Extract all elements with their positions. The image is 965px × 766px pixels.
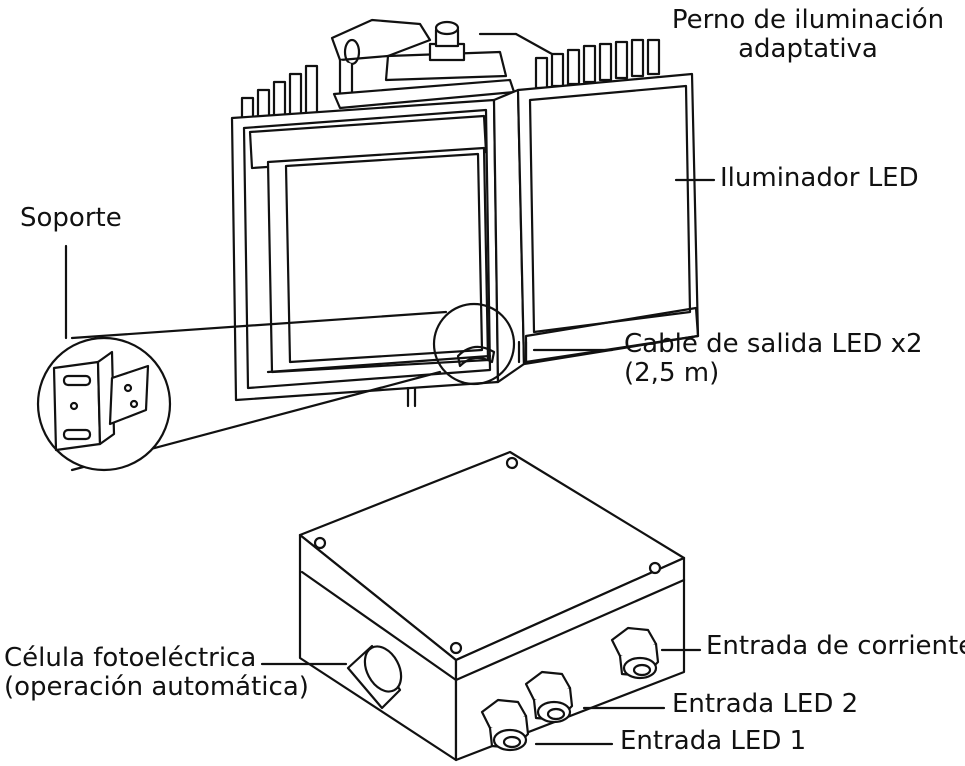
bracket-detail-inset bbox=[36, 310, 448, 472]
detail-highlight-circle bbox=[432, 302, 516, 386]
led-input-2-gland bbox=[524, 670, 574, 724]
led-illuminator bbox=[230, 18, 700, 408]
heat-sink-fins-right bbox=[534, 38, 661, 90]
right-housing bbox=[492, 72, 700, 384]
callout-leader-lines bbox=[64, 32, 716, 746]
left-housing bbox=[230, 98, 500, 402]
led-input-2-label-text: Entrada LED 2 bbox=[672, 689, 859, 719]
adaptive-illumination-bolt-label-line2: adaptativa bbox=[738, 34, 878, 64]
led-output-cables bbox=[406, 340, 528, 408]
led-illuminator-label-text: Iluminador LED bbox=[720, 163, 919, 193]
photocell-label: Célula fotoeléctrica (operación automáti… bbox=[4, 644, 309, 702]
led-illuminator-label: Iluminador LED bbox=[720, 164, 919, 193]
led-input-2-label: Entrada LED 2 bbox=[672, 690, 858, 719]
power-input-label-text: Entrada de corriente bbox=[706, 631, 965, 661]
power-input-gland bbox=[610, 626, 660, 680]
led-input-1-label-text: Entrada LED 1 bbox=[620, 726, 807, 756]
bracket-label: Soporte bbox=[20, 204, 122, 233]
led-output-cable-label-line2: (2,5 m) bbox=[624, 358, 720, 388]
led-output-cable-label: Cable de salida LED x2 (2,5 m) bbox=[624, 330, 923, 388]
photocell-label-line1: Célula fotoeléctrica bbox=[4, 643, 257, 673]
led-input-1-gland bbox=[480, 698, 530, 752]
led-input-1-label: Entrada LED 1 bbox=[620, 727, 806, 756]
bracket-label-text: Soporte bbox=[20, 203, 122, 233]
photocell-label-line2: (operación automática) bbox=[4, 672, 309, 702]
power-input-label: Entrada de corriente bbox=[706, 632, 965, 661]
adaptive-illumination-bolt-label: Perno de iluminación adaptativa bbox=[658, 6, 958, 64]
junction-box bbox=[298, 450, 686, 762]
adaptive-illumination-bolt bbox=[428, 20, 466, 62]
adaptive-illumination-bolt-label-line1: Perno de iluminación bbox=[671, 5, 945, 35]
top-mounting-bracket bbox=[330, 18, 516, 110]
led-output-cable-label-line1: Cable de salida LED x2 bbox=[624, 329, 923, 359]
lid-screws bbox=[313, 456, 662, 655]
heat-sink-fins-left bbox=[240, 64, 319, 130]
photocell bbox=[346, 644, 403, 710]
